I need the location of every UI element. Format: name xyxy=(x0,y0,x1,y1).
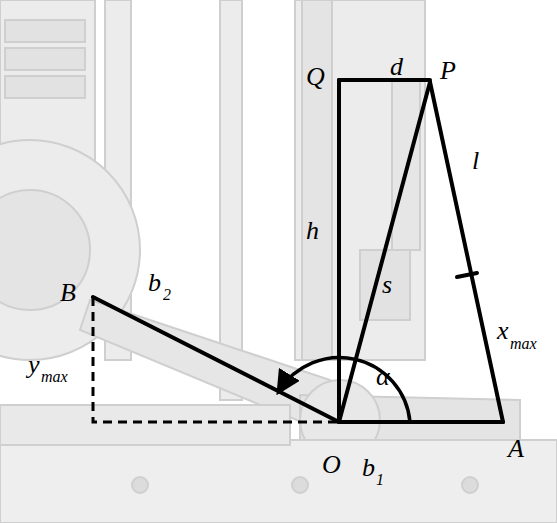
angle-arc xyxy=(279,357,410,422)
geometry-label: O xyxy=(322,452,341,478)
geometry-label: d xyxy=(390,54,403,80)
geometry-label: s xyxy=(382,272,392,298)
subscript-label: max xyxy=(41,369,68,385)
subscript-label: 1 xyxy=(376,472,384,488)
dashed-projection xyxy=(93,297,339,422)
geometry-label: x xyxy=(497,318,509,344)
geometry-label: A xyxy=(508,436,524,462)
geometry-label: Q xyxy=(306,64,325,90)
geometry-lines xyxy=(93,80,503,422)
geometry-label: h xyxy=(306,218,319,244)
geometry-label: B xyxy=(60,280,76,306)
geometry-label: y xyxy=(28,352,40,378)
geometry-label: b xyxy=(362,455,375,481)
geometry-label: α xyxy=(376,364,390,390)
geometry-label: b xyxy=(148,270,161,296)
geometry-label: l xyxy=(472,148,479,174)
subscript-label: max xyxy=(510,336,537,352)
subscript-label: 2 xyxy=(163,287,171,303)
geometry-label: P xyxy=(440,58,456,84)
